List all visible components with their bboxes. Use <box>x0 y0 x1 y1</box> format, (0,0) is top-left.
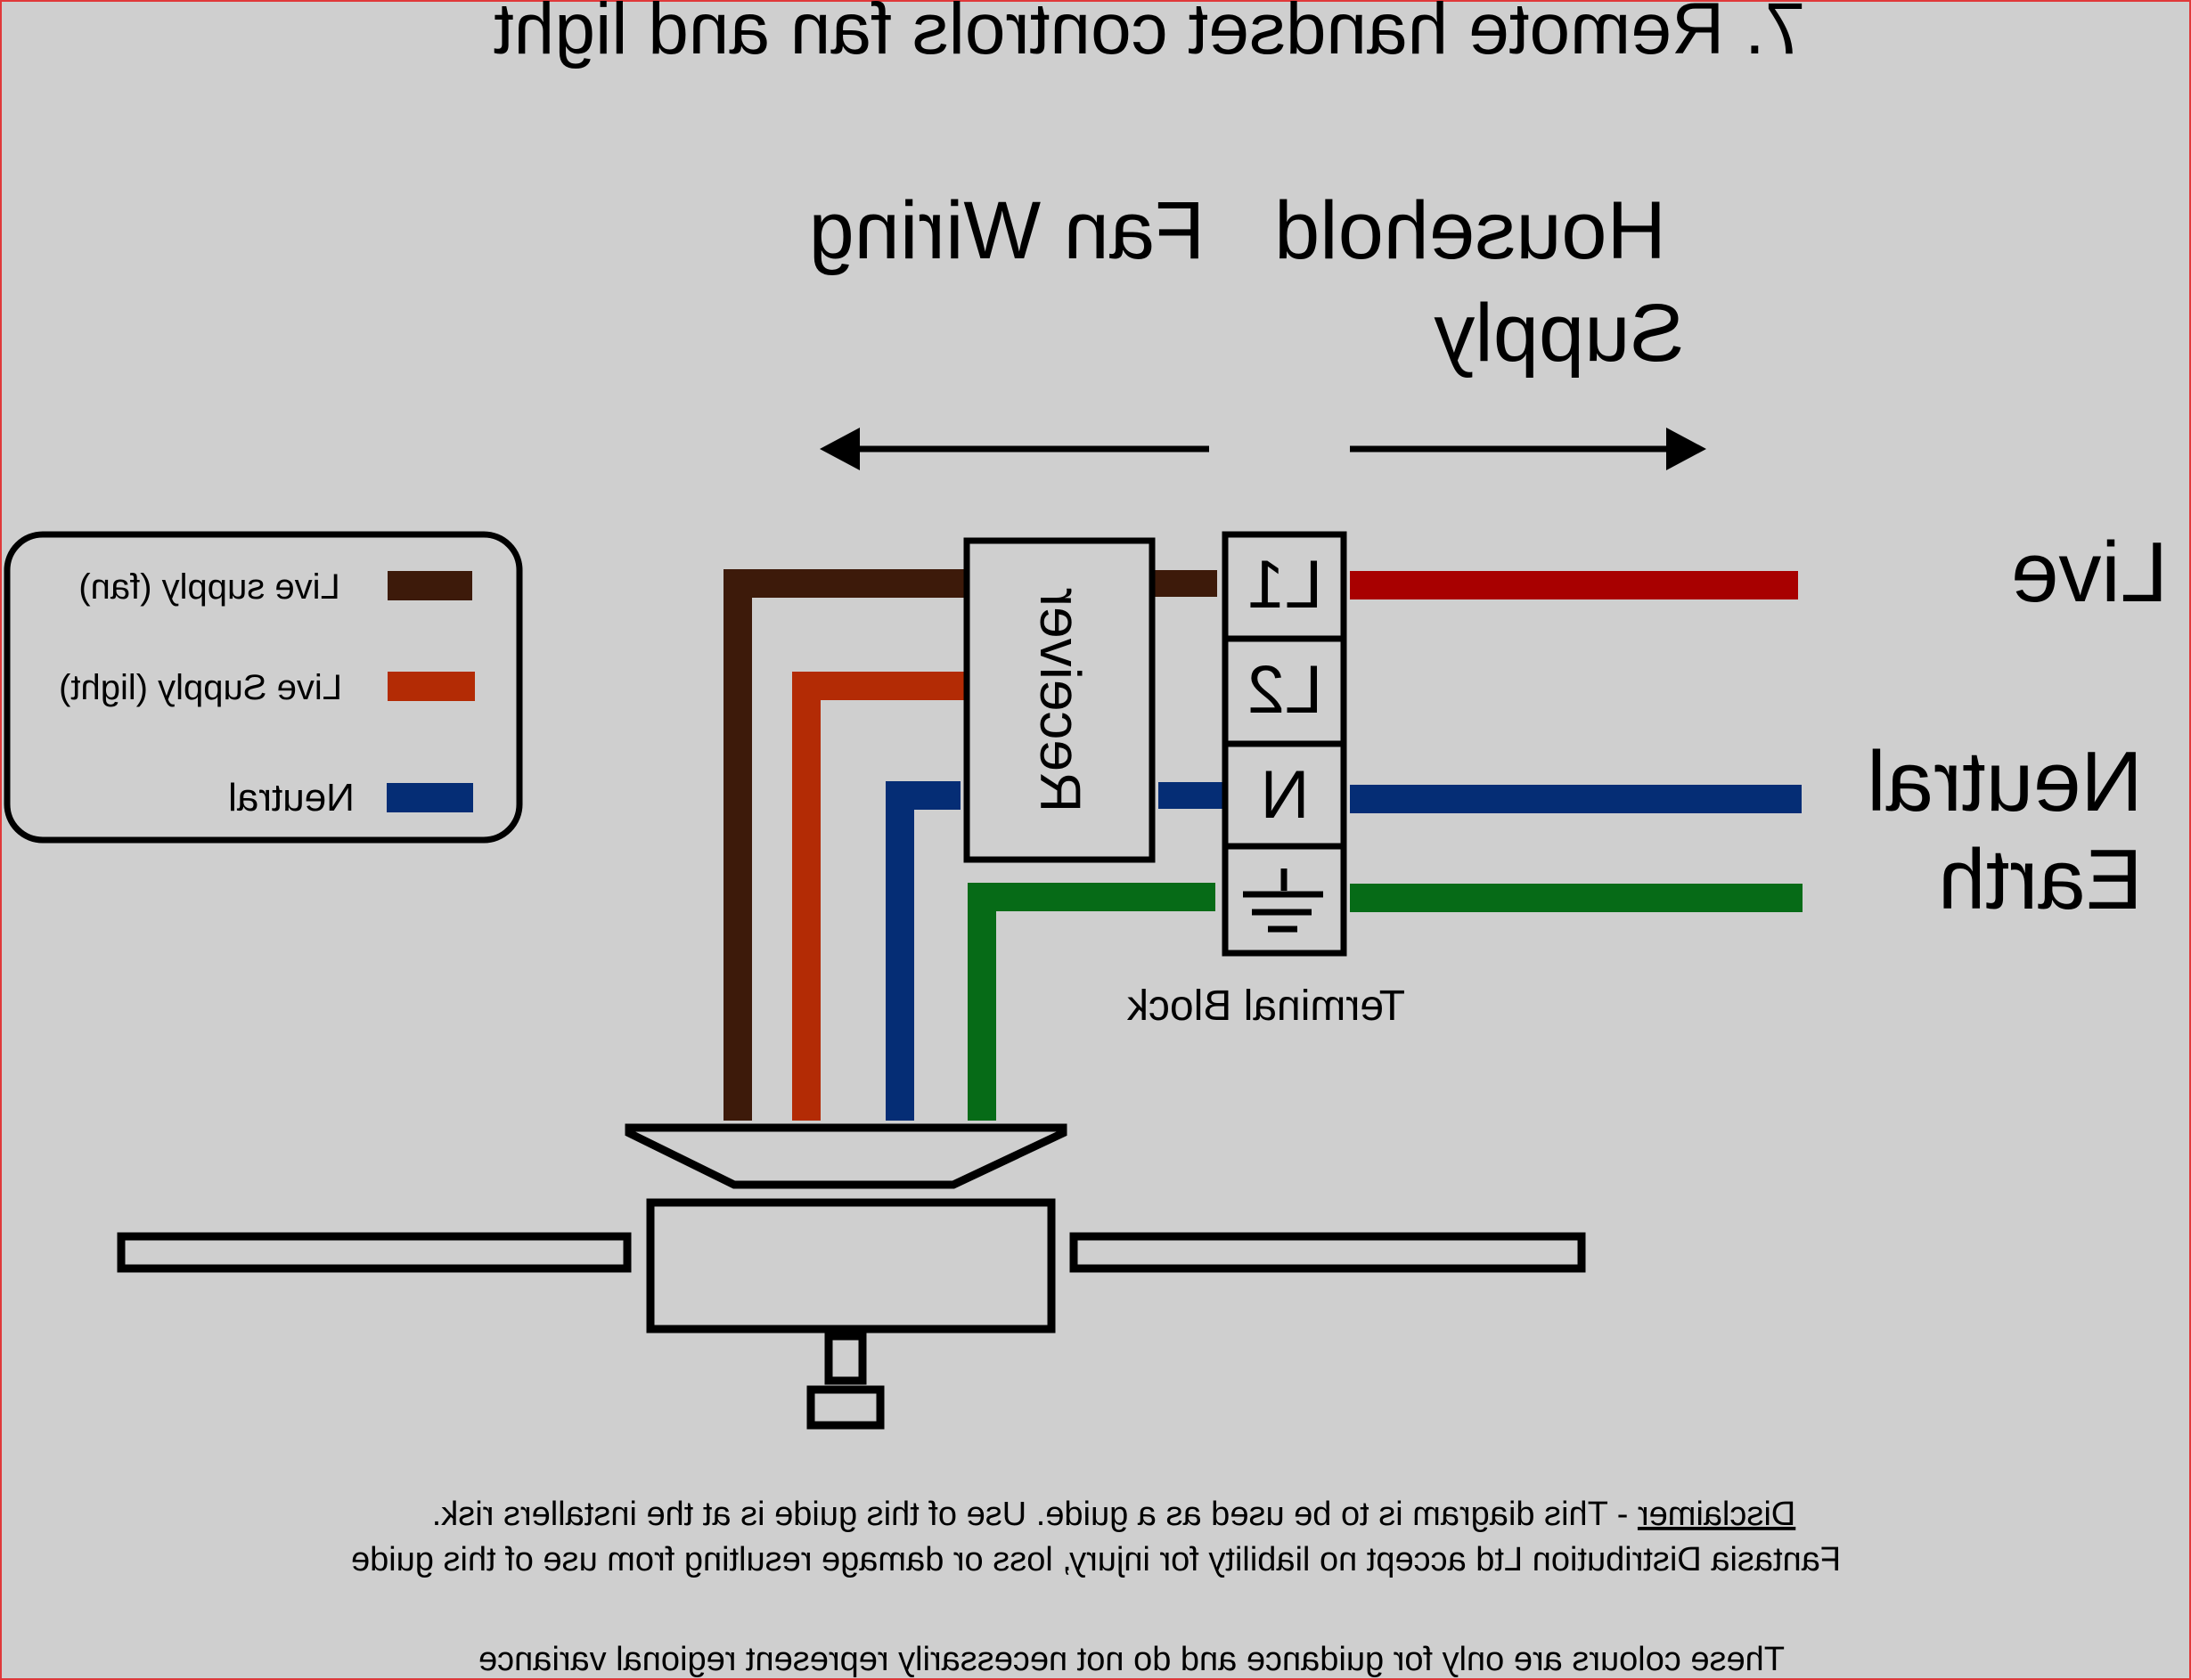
terminal-n: N <box>1261 757 1310 833</box>
legend-item-neutral: Neutral <box>228 776 473 820</box>
earth-icon <box>1243 869 1323 933</box>
legend-label: Live supply (fan) <box>78 567 339 607</box>
supply-label-neutral: Neutral <box>1867 734 2142 829</box>
terminal-block: L1 L2 N Terminal Block <box>1126 531 1405 1030</box>
ceiling-fan-icon <box>117 1123 1586 1430</box>
disclaimer-heading: Disclaimer <box>1638 1496 1796 1533</box>
disclaimer-line1-text: - This diagram is to be used as a guide.… <box>432 1496 1638 1533</box>
arrow-right-icon <box>1350 428 1706 470</box>
household-header-line2: Supply <box>1434 288 1684 379</box>
supply-label-live: Live <box>2011 525 2168 620</box>
legend-item-live-fan: Live supply (fan) <box>78 567 472 607</box>
wire-supply-neutral <box>1350 785 1802 813</box>
receiver-label: Receiver <box>1028 588 1092 813</box>
fan-wiring-header: Fan Wiring <box>809 185 1206 276</box>
wire-live-light <box>792 672 964 1121</box>
wire-earth-fan <box>968 883 1215 1121</box>
household-header-line1: Household <box>1274 185 1666 276</box>
terminal-l2: L2 <box>1247 652 1323 728</box>
legend-label: Neutral <box>228 776 355 820</box>
disclaimer-line3: These colours are only for guidance and … <box>478 1641 1785 1678</box>
wire-live-fan <box>724 569 1217 1121</box>
legend-swatch <box>388 571 472 600</box>
diagram-title: 7. Remote handset controls fan and light <box>494 0 1806 69</box>
disclaimer: Disclaimer - This diagram is to be used … <box>351 1496 1841 1678</box>
receiver: Receiver <box>963 537 1156 863</box>
wire-supply-earth <box>1350 884 1803 912</box>
legend-swatch <box>387 783 473 812</box>
terminal-block-label: Terminal Block <box>1126 983 1405 1030</box>
arrow-left-icon <box>820 428 1209 470</box>
legend: Live supply (fan) Live Supply (light) Ne… <box>4 531 523 844</box>
wire-neutral-fan <box>886 781 1222 1121</box>
legend-label: Live Supply (light) <box>59 668 342 707</box>
legend-swatch <box>388 672 475 701</box>
disclaimer-line2: Fantasia Distribution Ltd accept no liab… <box>351 1541 1841 1578</box>
disclaimer-line1: Disclaimer - This diagram is to be used … <box>432 1496 1796 1533</box>
wire-supply-live <box>1350 571 1798 599</box>
legend-item-live-light: Live Supply (light) <box>59 668 475 707</box>
supply-label-earth: Earth <box>1938 832 2142 927</box>
terminal-l1: L1 <box>1247 547 1323 623</box>
